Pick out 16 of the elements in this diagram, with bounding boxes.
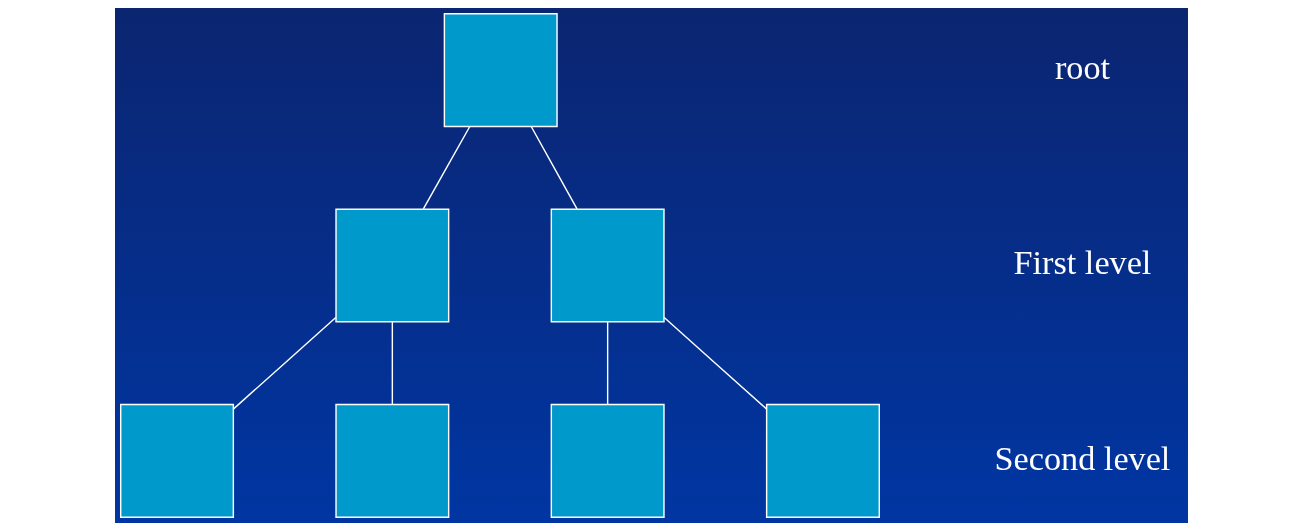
label: First level xyxy=(1013,244,1152,282)
connector xyxy=(422,126,471,210)
node-box xyxy=(335,208,450,323)
label: root xyxy=(1054,48,1111,86)
connector xyxy=(606,321,609,405)
node-box xyxy=(550,208,665,323)
node-box xyxy=(335,403,450,518)
label: Second level xyxy=(994,439,1171,477)
connector xyxy=(663,316,768,410)
node-box xyxy=(765,403,880,518)
connector xyxy=(391,321,394,405)
node-box xyxy=(550,403,665,518)
node-box xyxy=(443,13,558,128)
node-box xyxy=(120,403,235,518)
connector xyxy=(530,126,578,210)
connector xyxy=(232,316,337,410)
